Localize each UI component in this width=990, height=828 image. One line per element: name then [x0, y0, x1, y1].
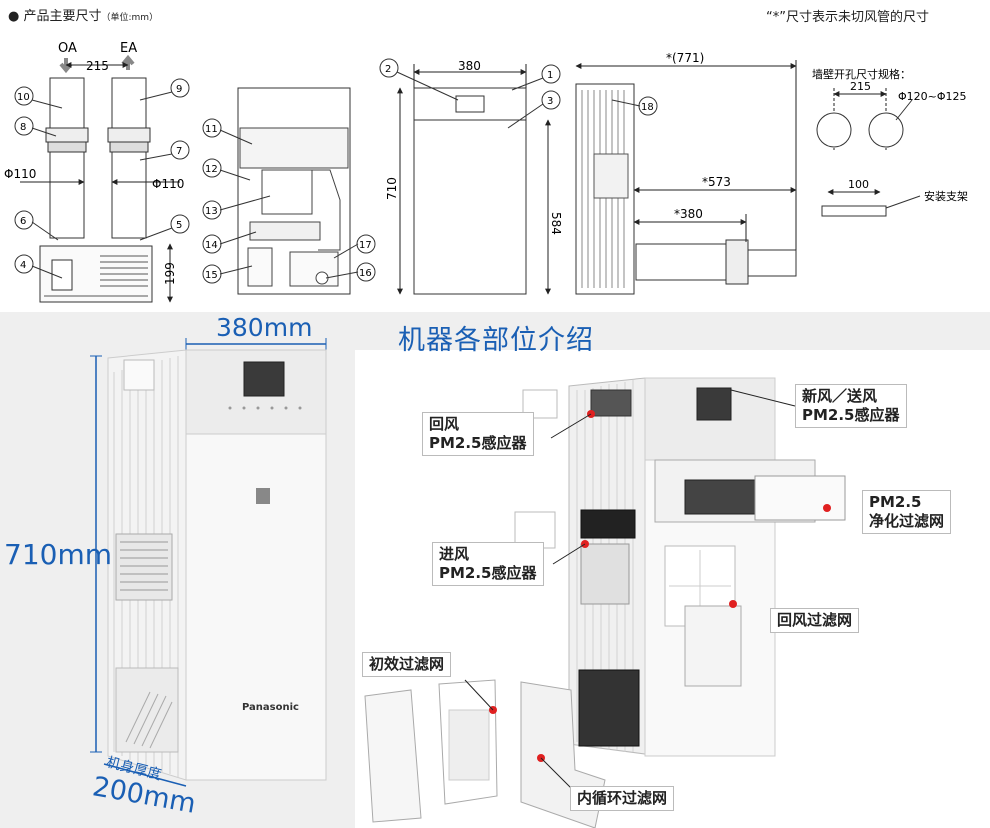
callout-return-sensor-line1: 回风 [429, 415, 460, 433]
section-header: ● 产品主要尺寸（单位:mm） [8, 5, 158, 24]
wall-title: 墙壁开孔尺寸规格： [812, 67, 911, 81]
bullet-icon: ● [8, 9, 20, 24]
marker-5: 5 [176, 220, 182, 231]
callout-inlet-sensor-line2: PM2.5感应器 [439, 564, 537, 582]
phi-left: Φ110 [4, 167, 36, 181]
brand-logo-icon [256, 488, 270, 504]
marker-15: 15 [205, 270, 218, 281]
front-width: 380 [458, 59, 481, 73]
wall-phi: Φ120~Φ125 [898, 90, 967, 103]
wall-spacing: 215 [850, 80, 871, 93]
base-height: 199 [163, 262, 177, 285]
front-duct-drawing: OA EA 215 Φ110 Φ110 [4, 41, 190, 303]
callout-circulation-filter: 内循环过滤网 [570, 786, 675, 811]
bracket-label: 安装支架 [924, 189, 968, 203]
internal-markers: 11 12 13 14 15 16 17 [202, 118, 376, 284]
marker-1: 1 [547, 70, 553, 81]
product-render: Panasonic [90, 338, 327, 787]
side-drawing: *(771) *573 *380 18 [575, 51, 797, 295]
side-mid: *573 [702, 175, 731, 189]
callout-primary-filter: 初效过滤网 [362, 652, 452, 677]
callout-pm25-filter: PM2.5 净化过滤网 [862, 490, 952, 534]
callout-fresh-sensor-line2: PM2.5感应器 [802, 406, 900, 424]
marker-12: 12 [205, 164, 218, 175]
dimension-section: ● 产品主要尺寸（单位:mm） “*”尺寸表示未切风管的尺寸 OA EA 215… [0, 0, 990, 312]
marker-7: 7 [176, 146, 182, 157]
callout-return-sensor: 回风 PM2.5感应器 [422, 412, 534, 456]
oa-arrow-icon [59, 58, 73, 74]
callout-fresh-sensor-line1: 新风／送风 [802, 387, 878, 405]
phi-right: Φ110 [152, 177, 184, 191]
marker-4: 4 [20, 260, 26, 271]
parts-render [364, 377, 846, 828]
front-markers: 10 9 8 7 6 5 4 [14, 78, 190, 279]
intro-title: 机器各部位介绍 [398, 325, 594, 356]
callout-inlet-sensor: 进风 PM2.5感应器 [432, 542, 544, 586]
side-short: *380 [674, 207, 703, 221]
callout-inlet-sensor-line1: 进风 [439, 545, 470, 563]
header-unit: （单位:mm） [101, 13, 159, 23]
internal-drawing: 11 12 13 14 15 16 17 [202, 87, 376, 295]
front-outline-drawing: 380 710 584 2 1 3 [379, 58, 563, 295]
bracket-width: 100 [848, 178, 869, 191]
marker-3: 3 [547, 96, 553, 107]
callout-return-filter: 回风过滤网 [770, 608, 860, 633]
callout-fresh-sensor: 新风／送风 PM2.5感应器 [795, 384, 907, 428]
marker-14: 14 [205, 240, 218, 251]
duct-spacing: 215 [86, 59, 109, 73]
callout-pm25-filter-line2: 净化过滤网 [869, 512, 945, 530]
wall-hole-drawing: 墙壁开孔尺寸规格： 215 Φ120~Φ125 100 安装支架 [812, 67, 968, 217]
marker-13: 13 [205, 206, 218, 217]
header-note: “*”尺寸表示未切风管的尺寸 [766, 10, 929, 25]
width-label: 380mm [216, 313, 313, 342]
inner-height: 584 [549, 212, 563, 235]
callout-pm25-filter-line1: PM2.5 [869, 493, 922, 511]
marker-10: 10 [17, 92, 30, 103]
height-label: 710mm [4, 538, 112, 571]
marker-11: 11 [205, 124, 218, 135]
ea-label: EA [120, 41, 137, 56]
marker-8: 8 [20, 122, 26, 133]
marker-18: 18 [641, 102, 654, 113]
marker-2: 2 [385, 64, 391, 75]
marker-6: 6 [20, 216, 26, 227]
dimension-drawings: OA EA 215 Φ110 Φ110 [4, 41, 968, 303]
brand-name: Panasonic [242, 702, 299, 713]
marker-16: 16 [359, 268, 372, 279]
ea-arrow-icon [121, 54, 135, 70]
marker-17: 17 [359, 240, 372, 251]
front-height: 710 [385, 177, 399, 200]
side-total: *(771) [666, 51, 704, 65]
oa-label: OA [58, 41, 77, 56]
header-title: 产品主要尺寸 [23, 9, 102, 24]
marker-9: 9 [176, 84, 182, 95]
callout-return-sensor-line2: PM2.5感应器 [429, 434, 527, 452]
